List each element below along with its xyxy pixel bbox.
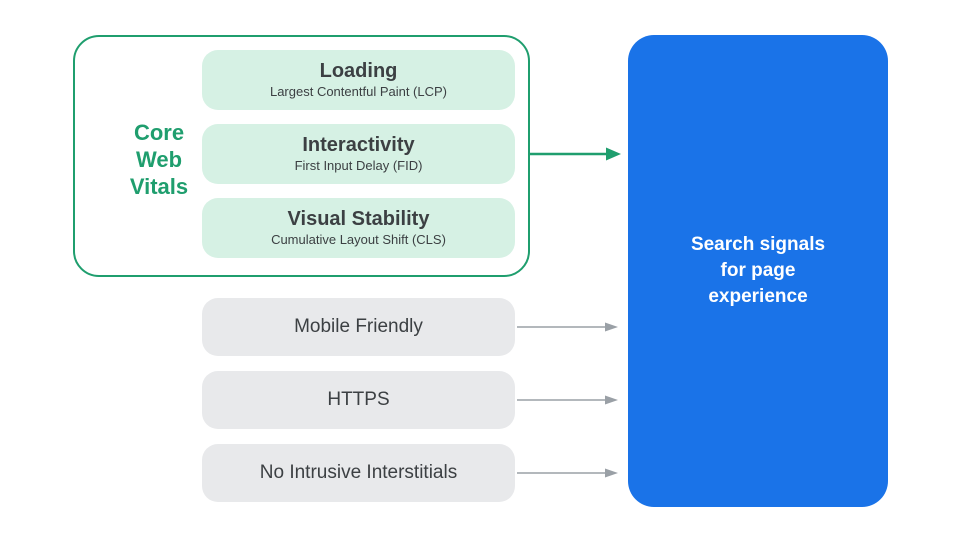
signal-card-mobile-friendly: Mobile Friendly bbox=[202, 298, 515, 356]
search-signals-label-line: for page bbox=[720, 260, 796, 281]
vital-title: Visual Stability bbox=[287, 208, 430, 230]
arrow-no-intrusive-interstitials-to-search-signals bbox=[517, 468, 618, 478]
search-signals-label-line: Search signals bbox=[690, 234, 826, 255]
arrow-core-web-vitals-to-search-signals bbox=[530, 147, 621, 161]
signal-label: No Intrusive Interstitials bbox=[259, 462, 458, 483]
arrow-https-to-search-signals bbox=[517, 395, 618, 405]
vital-subtitle: Largest Contentful Paint (LCP) bbox=[269, 84, 448, 99]
vital-title: Interactivity bbox=[302, 134, 415, 156]
core-web-vitals-label: Core Web Vitals bbox=[94, 119, 224, 200]
vital-subtitle: First Input Delay (FID) bbox=[294, 158, 423, 173]
search-signals-label-line: experience bbox=[708, 286, 808, 307]
search-signals-box: Search signals for page experience bbox=[628, 35, 888, 507]
arrow-mobile-friendly-to-search-signals bbox=[517, 322, 618, 332]
core-web-vitals-label-line: Vitals bbox=[129, 174, 189, 199]
vital-card-interactivity: Interactivity First Input Delay (FID) bbox=[202, 124, 515, 184]
signal-label: Mobile Friendly bbox=[294, 316, 423, 337]
signal-label: HTTPS bbox=[327, 389, 390, 410]
vital-card-loading: Loading Largest Contentful Paint (LCP) bbox=[202, 50, 515, 110]
vital-title: Loading bbox=[319, 60, 398, 82]
core-web-vitals-label-line: Web bbox=[135, 147, 183, 172]
signal-card-no-intrusive-interstitials: No Intrusive Interstitials bbox=[202, 444, 515, 502]
vital-card-visual-stability: Visual Stability Cumulative Layout Shift… bbox=[202, 198, 515, 258]
core-web-vitals-label-line: Core bbox=[133, 120, 185, 145]
signal-card-https: HTTPS bbox=[202, 371, 515, 429]
vital-subtitle: Cumulative Layout Shift (CLS) bbox=[271, 232, 446, 247]
